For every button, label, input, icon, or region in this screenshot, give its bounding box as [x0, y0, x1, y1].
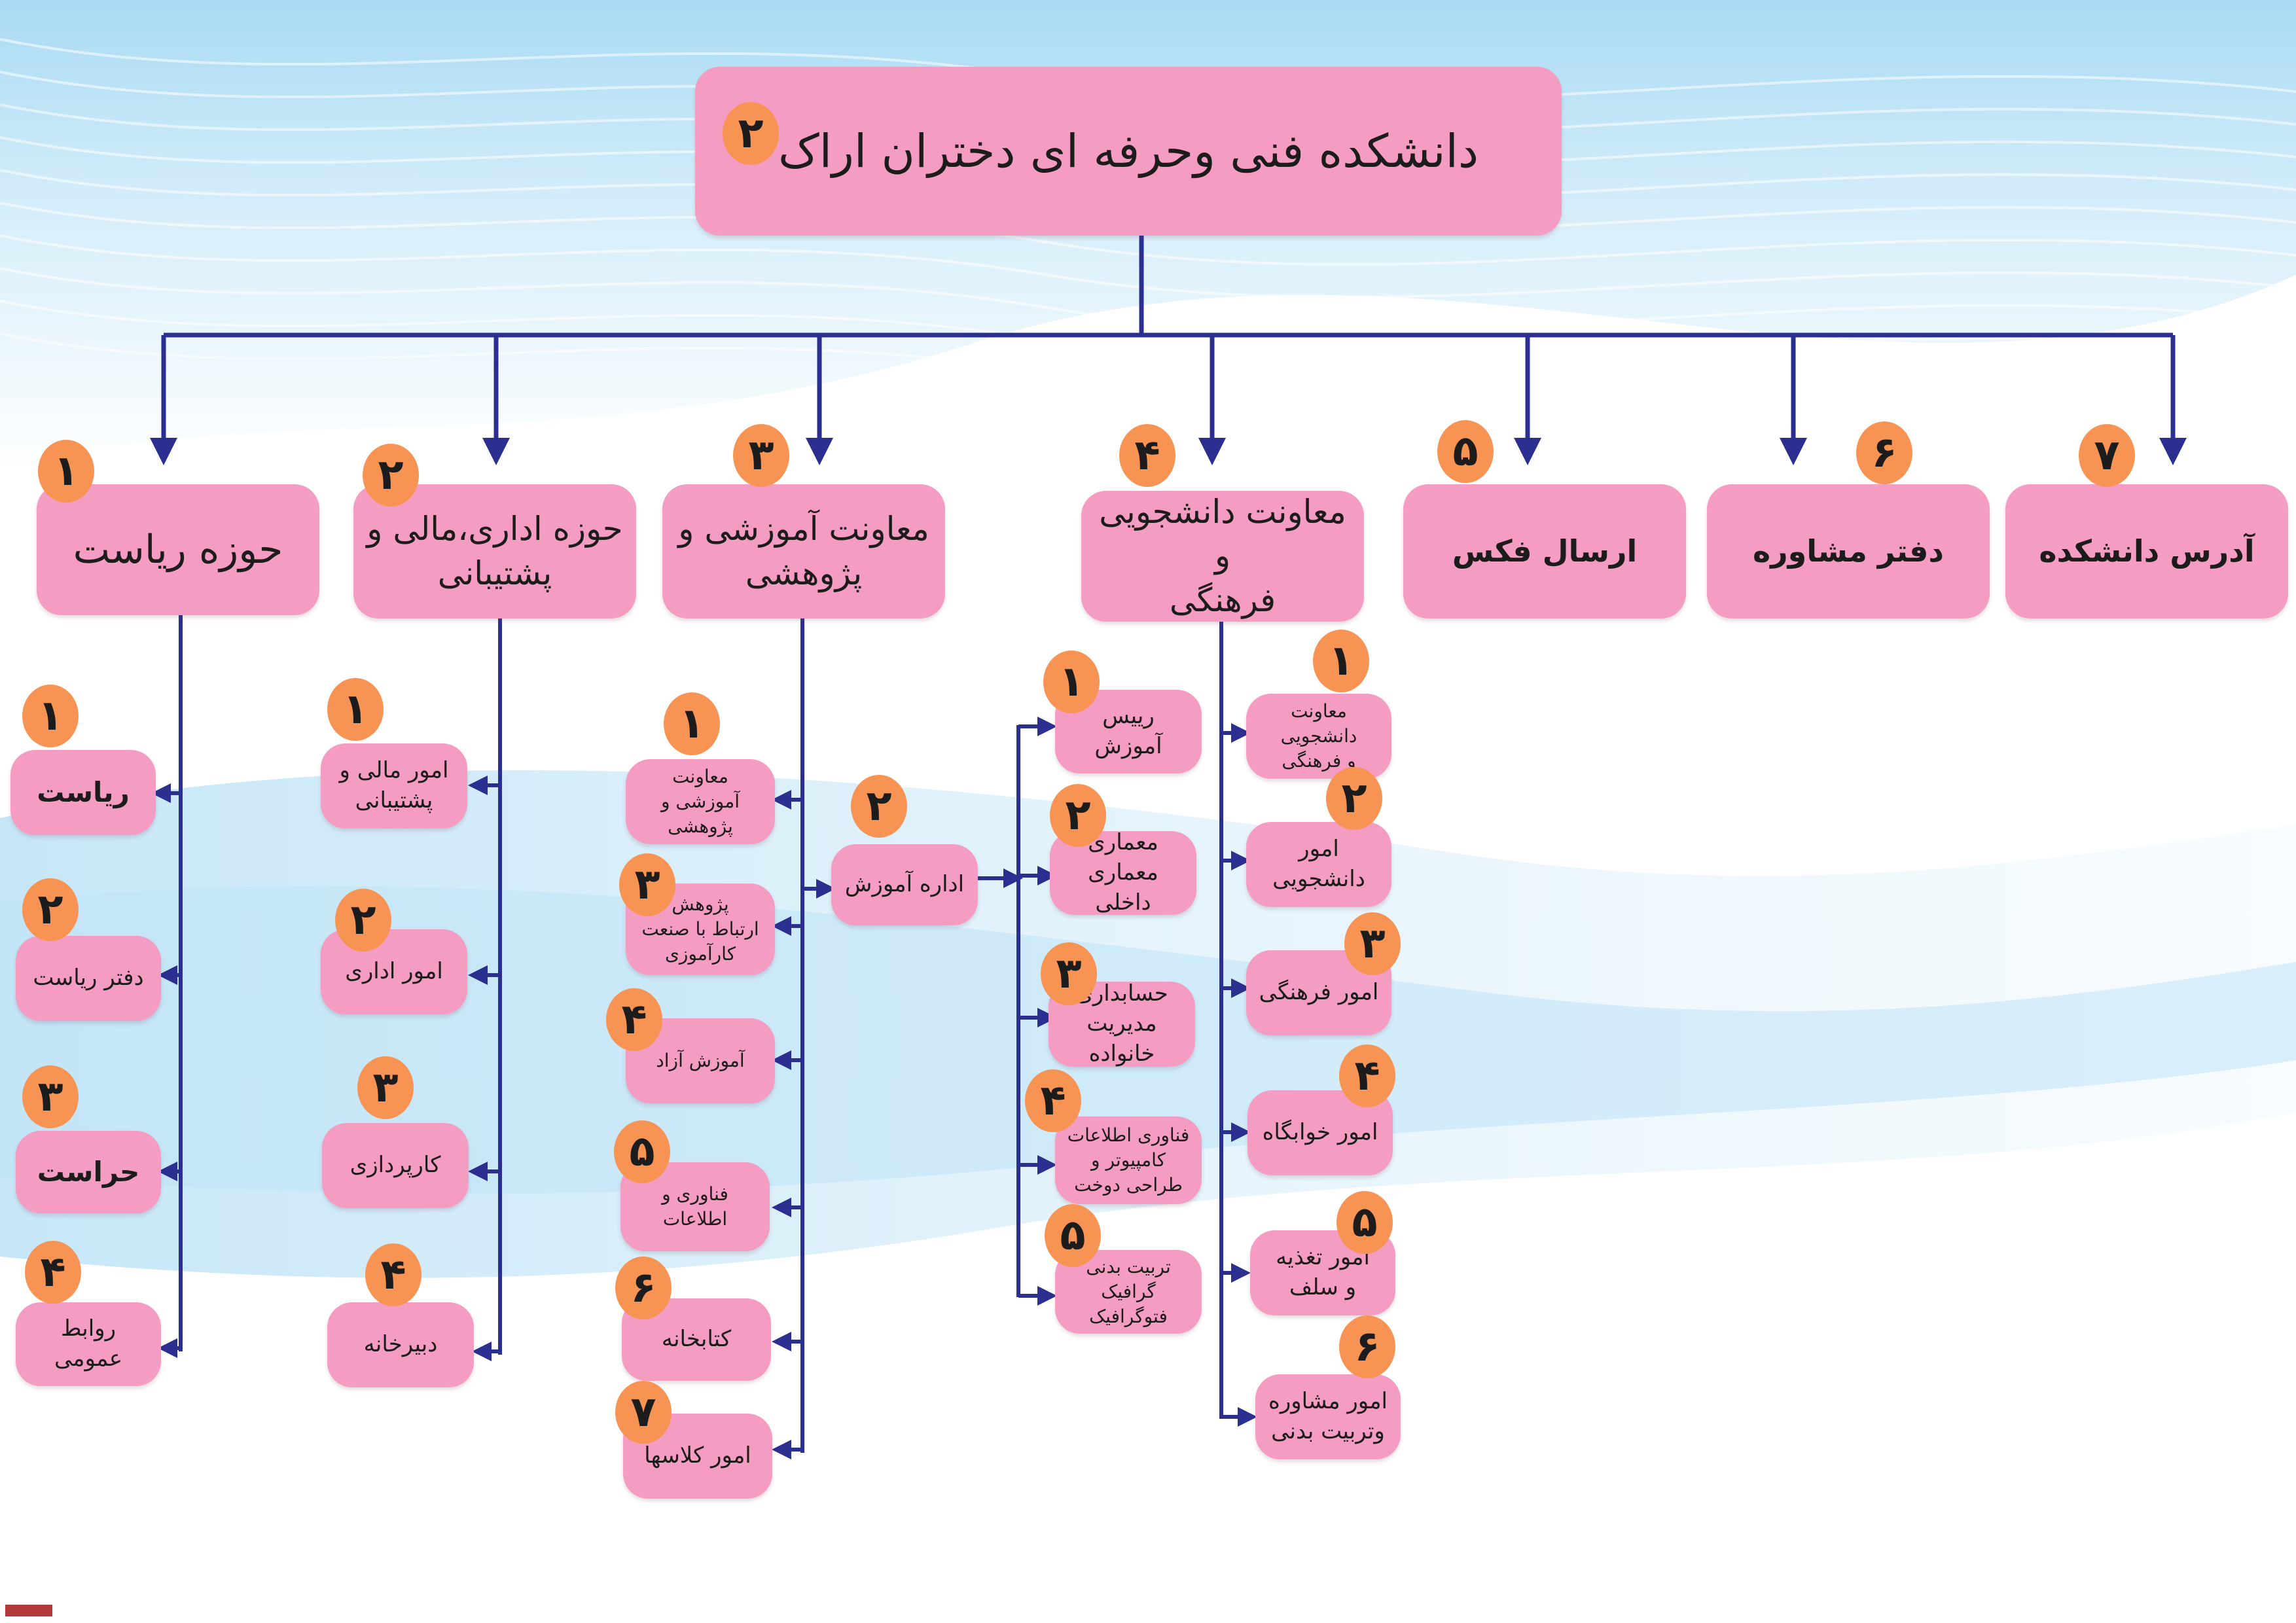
column-7-badge: ۷ [2079, 424, 2135, 487]
column-3-head: معاونت آموزشی و پژوهشی [662, 484, 945, 618]
edu-item-4-badge: ۴ [1025, 1069, 1081, 1132]
col2-item-3: کارپردازی [322, 1123, 469, 1208]
column-1-badge: ۱ [38, 440, 94, 503]
col3-item-6-badge: ۷ [615, 1381, 672, 1444]
col3-item-1-badge: ۱ [664, 692, 720, 755]
footer-logo [5, 1605, 52, 1616]
column-5-head: ارسال فکس [1403, 484, 1686, 618]
column-7-head: آدرس دانشکده [2005, 484, 2288, 618]
col4-item-1-badge: ۱ [1313, 630, 1369, 692]
root-badge: ۲ [723, 102, 779, 165]
col1-item-1-badge: ۱ [22, 685, 79, 747]
col4-item-6: امور مشاوره وتربیت بدنی [1255, 1374, 1401, 1459]
col1-item-2-badge: ۲ [22, 878, 79, 941]
col1-item-3-badge: ۳ [22, 1065, 79, 1128]
col1-item-1: ریاست [10, 750, 156, 835]
column-6-badge: ۶ [1856, 421, 1912, 484]
col2-item-2-badge: ۲ [335, 889, 391, 952]
column-3-badge: ۳ [733, 424, 789, 487]
root-label: دانشکده فنی وحرفه ای دختران اراک [778, 124, 1479, 178]
col4-item-4-badge: ۴ [1339, 1044, 1395, 1107]
edu-item-4: فناوری اطلاعات کامپیوتر و طراحی دوخت [1055, 1116, 1202, 1204]
column-5-badge: ۵ [1437, 420, 1494, 483]
col3-item-4: فناوری و اطلاعات [620, 1162, 770, 1251]
column-2-badge: ۲ [363, 444, 419, 507]
col2-item-3-badge: ۳ [357, 1056, 414, 1119]
edu-item-5-badge: ۵ [1045, 1204, 1101, 1267]
col3-item-2-badge: ۳ [619, 853, 675, 916]
col1-item-3: حراست [16, 1131, 161, 1213]
col2-item-1-badge: ۱ [327, 678, 384, 741]
col4-item-2: امور دانشجویی [1246, 822, 1391, 907]
edu-item-1-badge: ۱ [1043, 651, 1100, 713]
col4-item-3-badge: ۳ [1344, 912, 1401, 975]
column-2-head: حوزه اداری،مالی و پشتیبانی [353, 484, 636, 618]
col3-item-3-badge: ۴ [606, 988, 662, 1051]
edu-item-1: رییس آموزش [1055, 690, 1202, 774]
col4-item-5-badge: ۵ [1336, 1191, 1393, 1254]
col4-item-2-badge: ۲ [1326, 767, 1382, 830]
edu-item-2-badge: ۲ [1050, 784, 1106, 847]
edu-office: اداره آموزش [831, 844, 978, 925]
col2-item-1: امور مالی و پشتیبانی [321, 743, 467, 829]
col3-item-1: معاونت آموزشی و پژوهشی [626, 759, 775, 844]
col1-item-4-badge: ۴ [25, 1241, 81, 1304]
edu-item-3-badge: ۳ [1041, 942, 1097, 1005]
edu-item-5: تربیت بدنی گرافیک فتوگرافیک [1055, 1250, 1202, 1334]
col4-item-6-badge: ۶ [1339, 1315, 1395, 1378]
col3-item-5-badge: ۶ [615, 1257, 672, 1319]
col3-item-4-badge: ۵ [614, 1120, 670, 1183]
root-node: دانشکده فنی وحرفه ای دختران اراک [695, 67, 1562, 236]
column-4-head: معاونت دانشجویی و فرهنگی [1081, 491, 1364, 622]
col2-item-4: دبیرخانه [327, 1302, 474, 1387]
col4-item-1: معاونت دانشجویی و فرهنگی [1246, 694, 1391, 779]
column-6-head: دفتر مشاوره [1707, 484, 1990, 618]
column-4-badge: ۴ [1119, 424, 1175, 487]
col2-item-4-badge: ۴ [365, 1243, 422, 1306]
col1-item-4: روابط عمومی [16, 1302, 161, 1386]
edu-office-badge: ۲ [851, 775, 907, 838]
column-1-head: حوزه ریاست [37, 484, 319, 615]
col1-item-2: دفتر ریاست [16, 936, 161, 1021]
